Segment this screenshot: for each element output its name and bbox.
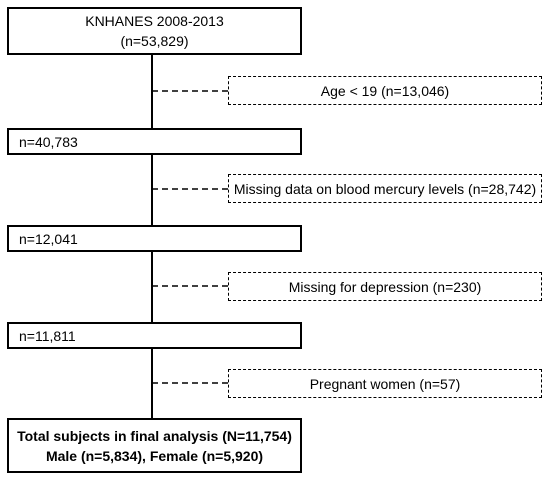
final-total-count: Total subjects in final analysis (N=11,7… — [17, 427, 292, 444]
exclusion-box-mercury: Missing data on blood mercury levels (n=… — [228, 174, 542, 203]
source-count: (n=53,829) — [120, 33, 189, 49]
exclusion-mercury-label: Missing data on blood mercury levels (n=… — [233, 180, 537, 197]
exclusion-box-depression: Missing for depression (n=230) — [228, 272, 542, 301]
remaining-box-1: n=40,783 — [7, 128, 302, 155]
exclusion-pregnant-label: Pregnant women (n=57) — [309, 375, 461, 392]
remaining-box-3: n=11,811 — [7, 322, 302, 349]
remaining-count-1: n=40,783 — [19, 133, 78, 150]
exclusion-box-pregnant: Pregnant women (n=57) — [228, 369, 542, 398]
exclusion-age-label: Age < 19 (n=13,046) — [320, 82, 450, 99]
remaining-count-2: n=12,041 — [19, 230, 78, 247]
remaining-count-3: n=11,811 — [19, 327, 76, 344]
remaining-box-2: n=12,041 — [7, 225, 302, 252]
final-analysis-box: Total subjects in final analysis (N=11,7… — [7, 418, 302, 473]
source-title: KNHANES 2008-2013 — [85, 13, 224, 29]
exclusion-box-age: Age < 19 (n=13,046) — [228, 76, 542, 105]
final-sex-breakdown: Male (n=5,834), Female (n=5,920) — [45, 447, 264, 464]
exclusion-depression-label: Missing for depression (n=230) — [288, 278, 482, 295]
source-population-box: KNHANES 2008-2013 (n=53,829) — [7, 7, 302, 55]
